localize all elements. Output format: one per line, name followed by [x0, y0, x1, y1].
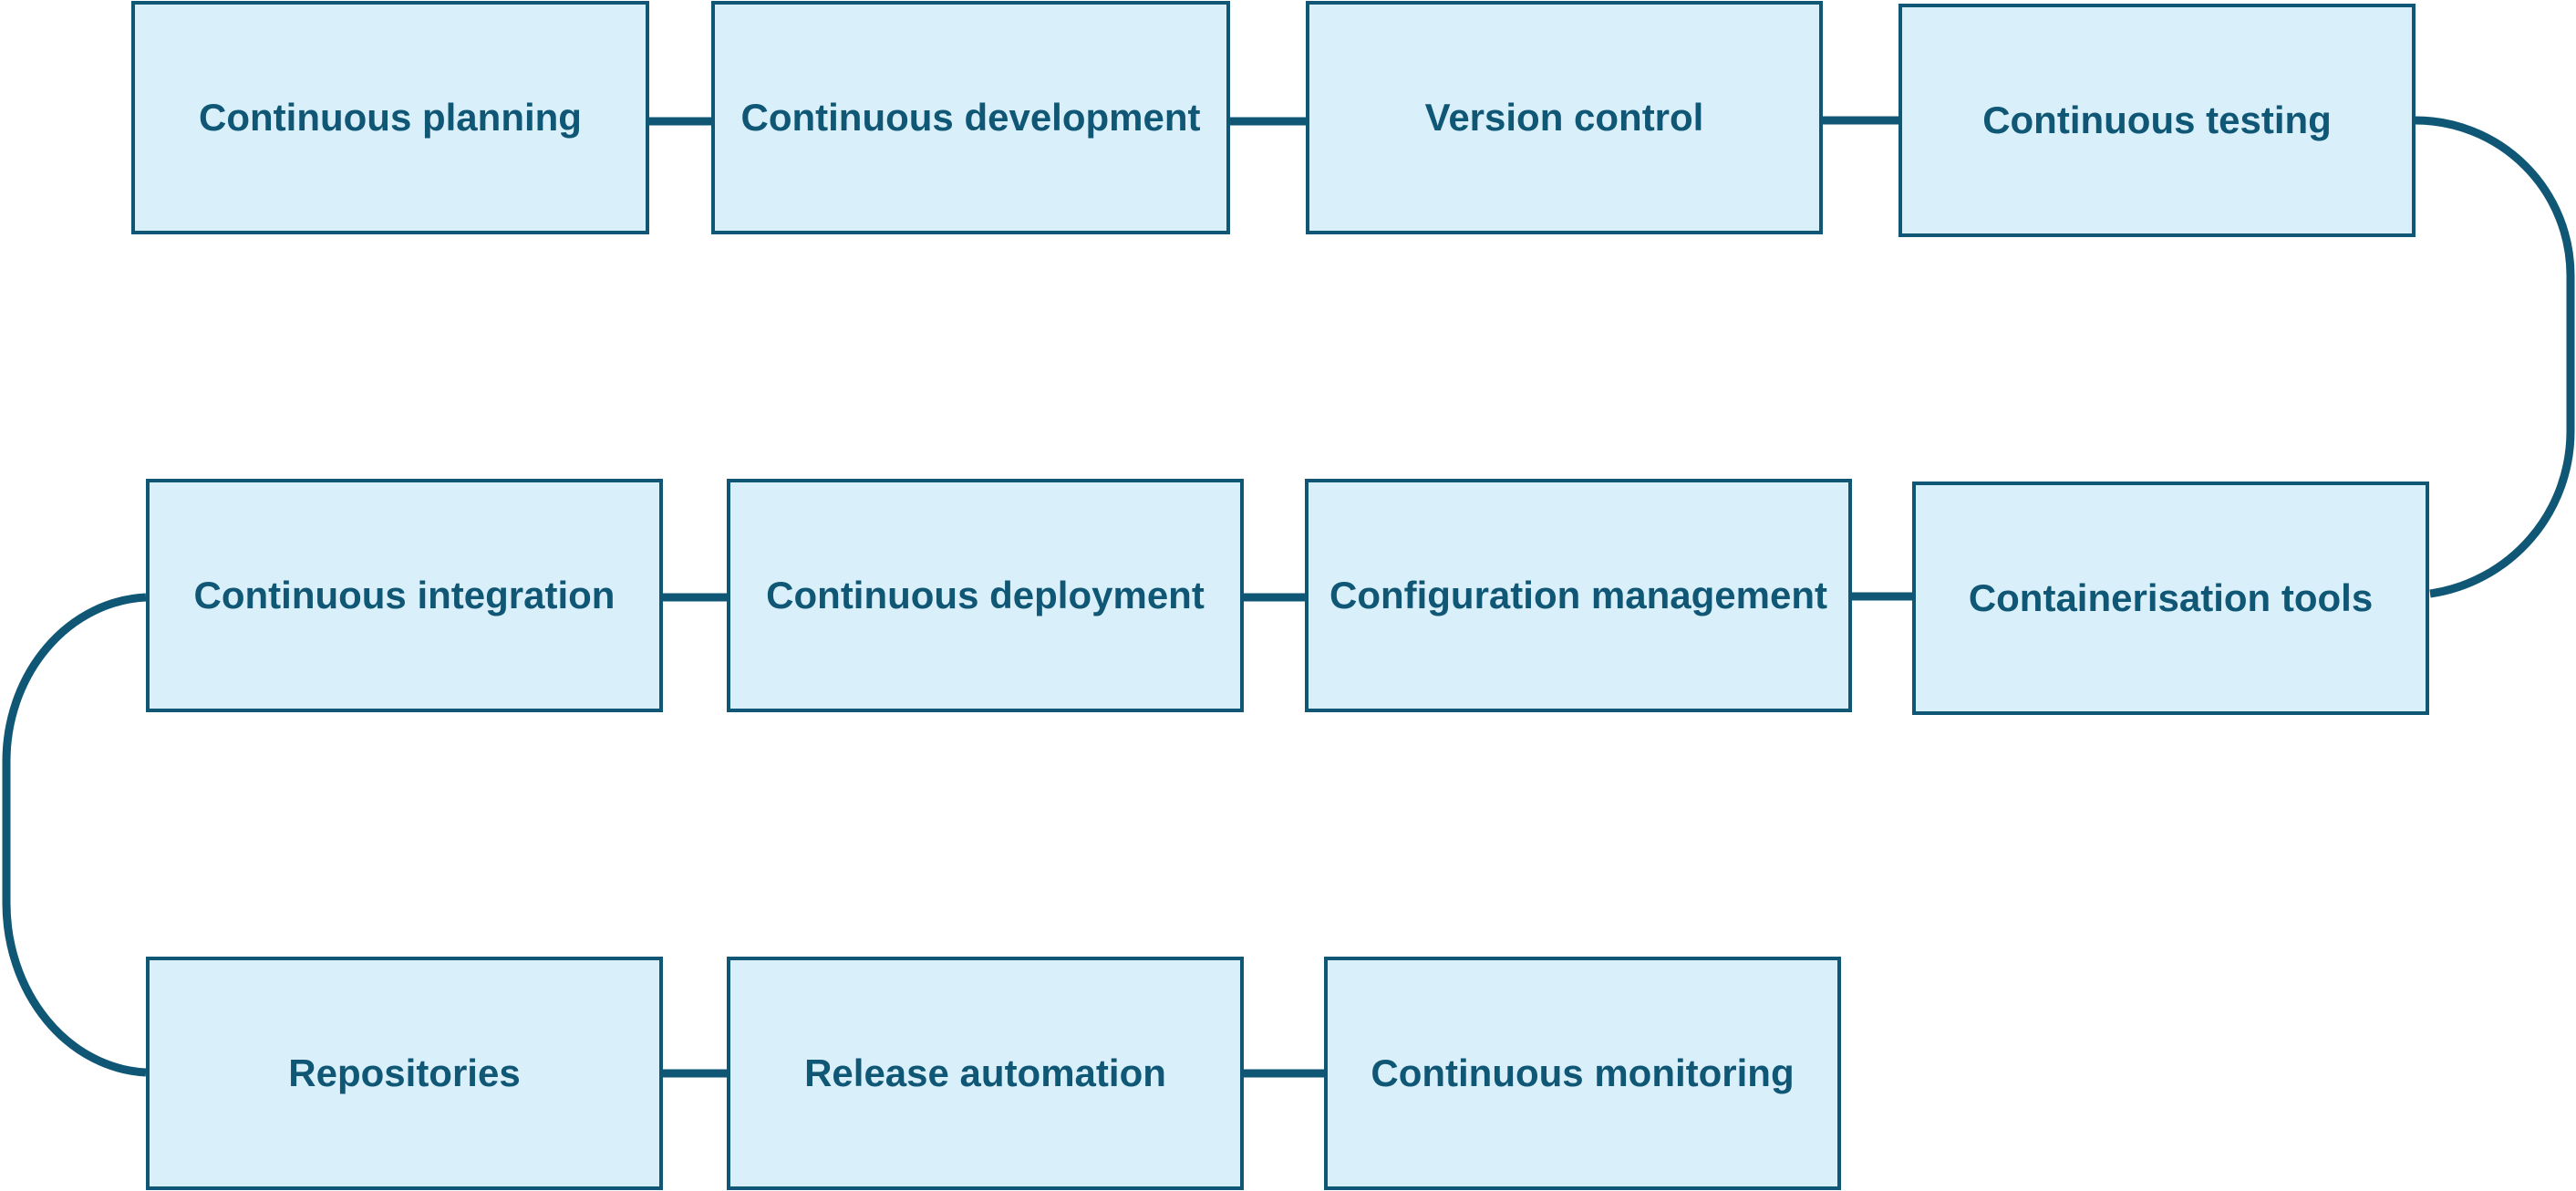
stage-label: Continuous development — [740, 96, 1201, 139]
stage-continuous-integration: Continuous integration — [146, 479, 663, 712]
stage-label: Continuous planning — [199, 96, 582, 139]
stage-label: Continuous deployment — [766, 574, 1205, 616]
stage-label: Containerisation tools — [1968, 576, 2374, 619]
stage-label: Version control — [1424, 96, 1704, 139]
connector-testing-containerisation — [2415, 116, 2575, 598]
stage-configuration-management: Configuration management — [1305, 479, 1852, 712]
stage-continuous-planning: Continuous planning — [131, 1, 649, 234]
stage-label: Configuration management — [1329, 574, 1828, 616]
stage-release-automation: Release automation — [727, 957, 1244, 1190]
stage-label: Continuous integration — [193, 574, 616, 616]
stage-label: Repositories — [288, 1051, 521, 1094]
stage-containerisation-tools: Containerisation tools — [1912, 482, 2429, 715]
stage-continuous-testing: Continuous testing — [1898, 4, 2416, 237]
connector-integration-repositories — [2, 593, 147, 1077]
stage-continuous-deployment: Continuous deployment — [727, 479, 1244, 712]
stage-label: Release automation — [804, 1051, 1166, 1094]
stage-version-control: Version control — [1306, 1, 1823, 234]
stage-label: Continuous testing — [1982, 98, 2332, 141]
stage-continuous-development: Continuous development — [711, 1, 1230, 234]
stage-label: Continuous monitoring — [1371, 1051, 1795, 1094]
stage-repositories: Repositories — [146, 957, 663, 1190]
stage-continuous-monitoring: Continuous monitoring — [1324, 957, 1841, 1190]
